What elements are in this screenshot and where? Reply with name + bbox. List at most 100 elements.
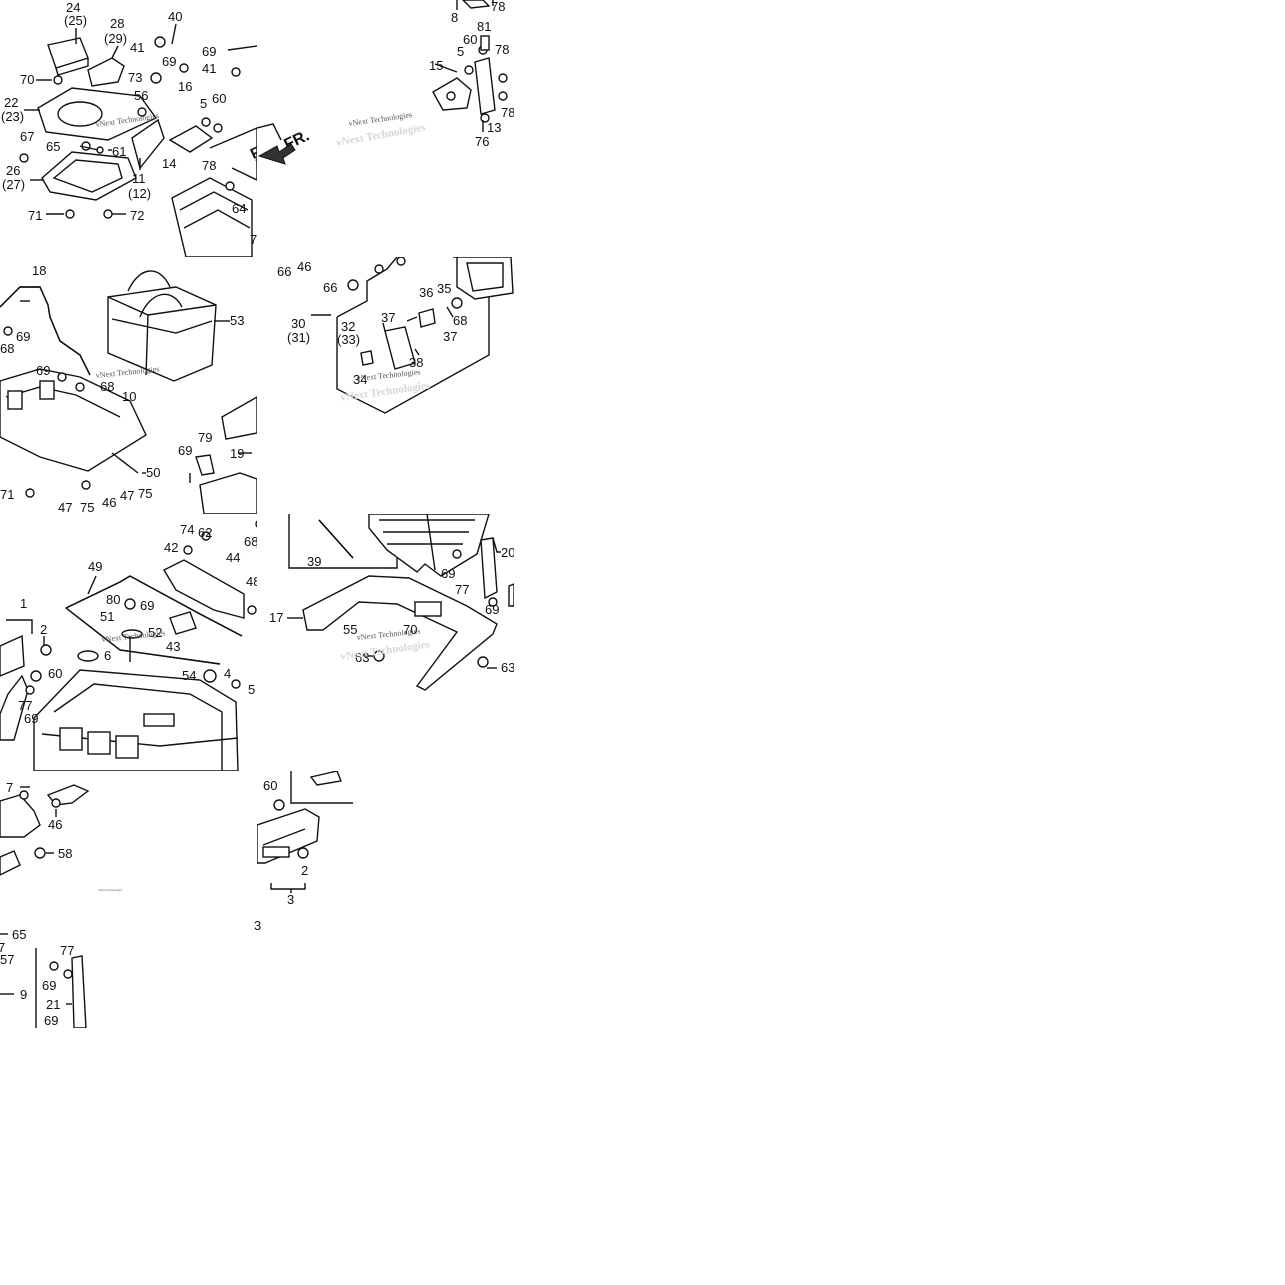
svg-text:46: 46 [102, 495, 116, 510]
svg-text:44: 44 [226, 550, 240, 565]
svg-text:10: 10 [122, 389, 136, 404]
callout-68: 68 [244, 534, 257, 549]
svg-text:43: 43 [166, 639, 180, 654]
svg-text:42: 42 [164, 540, 178, 555]
svg-text:69: 69 [36, 363, 50, 378]
callout-79: 79 [198, 430, 212, 445]
svg-text:vNext Technologies: vNext Technologies [356, 367, 421, 383]
svg-text:47: 47 [58, 500, 72, 514]
mid-right-parts-drawing: 66 46 66 36 35 30 (31) 32 (33) 37 68 37 … [277, 257, 514, 414]
svg-text:68: 68 [0, 341, 14, 356]
svg-text:62: 62 [198, 525, 212, 540]
callout-46: 46 [102, 495, 116, 510]
svg-text:69: 69 [24, 711, 38, 726]
svg-text:63: 63 [355, 650, 369, 665]
callout-78b: 78 [495, 42, 509, 57]
callout-11: 11 [132, 171, 146, 186]
svg-text:66: 66 [323, 280, 337, 295]
callout-68: 68 [453, 313, 467, 328]
callout-28: 28 [110, 16, 124, 31]
svg-text:69: 69 [441, 566, 455, 581]
callout-60: 60 [48, 666, 62, 681]
callout-3: 3 [287, 892, 294, 907]
svg-text:vNext Technologies: vNext Technologies [101, 628, 166, 644]
callout-77: 77 [18, 698, 32, 713]
callout-65: 65 [46, 139, 60, 154]
callout-67: 67 [20, 129, 34, 144]
callout-4: 4 [224, 666, 231, 681]
callout-69b: 69 [24, 711, 38, 726]
callout-69b: 69 [162, 54, 176, 69]
callout-38: 38 [409, 355, 423, 370]
callout-69a: 69 [16, 329, 30, 344]
svg-text:35: 35 [437, 281, 451, 296]
diagram-tile-mid-right: 66 46 66 36 35 30 (31) 32 (33) 37 68 37 … [257, 257, 514, 514]
svg-text:69: 69 [485, 602, 499, 617]
callout-66a: 66 [277, 264, 291, 279]
callout-7: 7 [6, 780, 13, 795]
callout-13: 13 [487, 120, 501, 135]
callout-19: 19 [230, 446, 244, 461]
diagram-tile-fragment-mid: 3 [252, 914, 292, 934]
svg-text:2: 2 [301, 863, 308, 878]
callout-68a: 68 [0, 341, 14, 356]
svg-text:77: 77 [60, 943, 74, 958]
svg-text:46: 46 [297, 259, 311, 274]
callout-17: 17 [269, 610, 283, 625]
svg-text:53: 53 [230, 313, 244, 328]
callout-71: 71 [256, 544, 257, 559]
svg-text:15: 15 [429, 58, 443, 73]
svg-text:79: 79 [198, 430, 212, 445]
callout-70: 70 [20, 72, 34, 87]
svg-text:70: 70 [20, 72, 34, 87]
svg-text:69: 69 [140, 598, 154, 613]
callout-69a: 69 [441, 566, 455, 581]
callout-75b: 75 [80, 500, 94, 514]
callout-78a: 78 [491, 0, 505, 14]
callout-14: 14 [162, 156, 176, 171]
svg-text:71: 71 [28, 208, 42, 223]
svg-text:75: 75 [80, 500, 94, 514]
callout-78c: 78 [501, 105, 514, 120]
top-left-parts-drawing: 24 (25) 28 (29) 40 41 69 69 41 73 16 70 … [1, 0, 257, 257]
callout-42: 42 [164, 540, 178, 555]
svg-text:(12): (12) [128, 186, 151, 201]
fragment-mid-drawing: 3 [254, 918, 261, 933]
svg-text:vNext Technologies: vNext Technologies [340, 638, 432, 663]
callout-18: 18 [32, 263, 46, 278]
svg-text:51: 51 [100, 609, 114, 624]
callout-40: 40 [168, 9, 182, 24]
svg-text:6: 6 [104, 648, 111, 663]
svg-text:30: 30 [291, 316, 305, 331]
callout-44: 44 [226, 550, 240, 565]
svg-text:69: 69 [202, 44, 216, 59]
svg-text:41: 41 [202, 61, 216, 76]
callout-69a: 69 [140, 598, 154, 613]
svg-text:17: 17 [269, 610, 283, 625]
svg-text:(33): (33) [337, 332, 360, 347]
svg-text:49: 49 [88, 559, 102, 574]
callout-46: 46 [48, 817, 62, 832]
fragment-left-parts-drawing: 65 7 57 9 77 69 21 69 [0, 928, 87, 1028]
callout-60: 60 [263, 778, 277, 793]
svg-text:28: 28 [110, 16, 124, 31]
callout-69b: 69 [36, 363, 50, 378]
callout-24: 24 [66, 0, 80, 15]
callout-63a: 63 [355, 650, 369, 665]
callout-37a: 37 [381, 310, 395, 325]
callout-41a: 41 [130, 40, 144, 55]
svg-text:67: 67 [20, 129, 34, 144]
callout-30: 30 [291, 316, 305, 331]
watermark-text-6: vNext Technologies [356, 626, 421, 642]
svg-text:16: 16 [178, 79, 192, 94]
callout-43: 43 [166, 639, 180, 654]
svg-text:26: 26 [6, 163, 20, 178]
callout-52: 52 [148, 625, 162, 640]
svg-text:74: 74 [180, 522, 194, 537]
callout-57: 57 [0, 952, 14, 967]
svg-text:37: 37 [381, 310, 395, 325]
callout-21: 21 [46, 997, 60, 1012]
svg-text:68: 68 [100, 379, 114, 394]
top-right-parts-drawing: FR. 8 78 81 60 5 78 15 78 13 76 vNext Te… [257, 0, 514, 165]
svg-text:5: 5 [457, 44, 464, 59]
